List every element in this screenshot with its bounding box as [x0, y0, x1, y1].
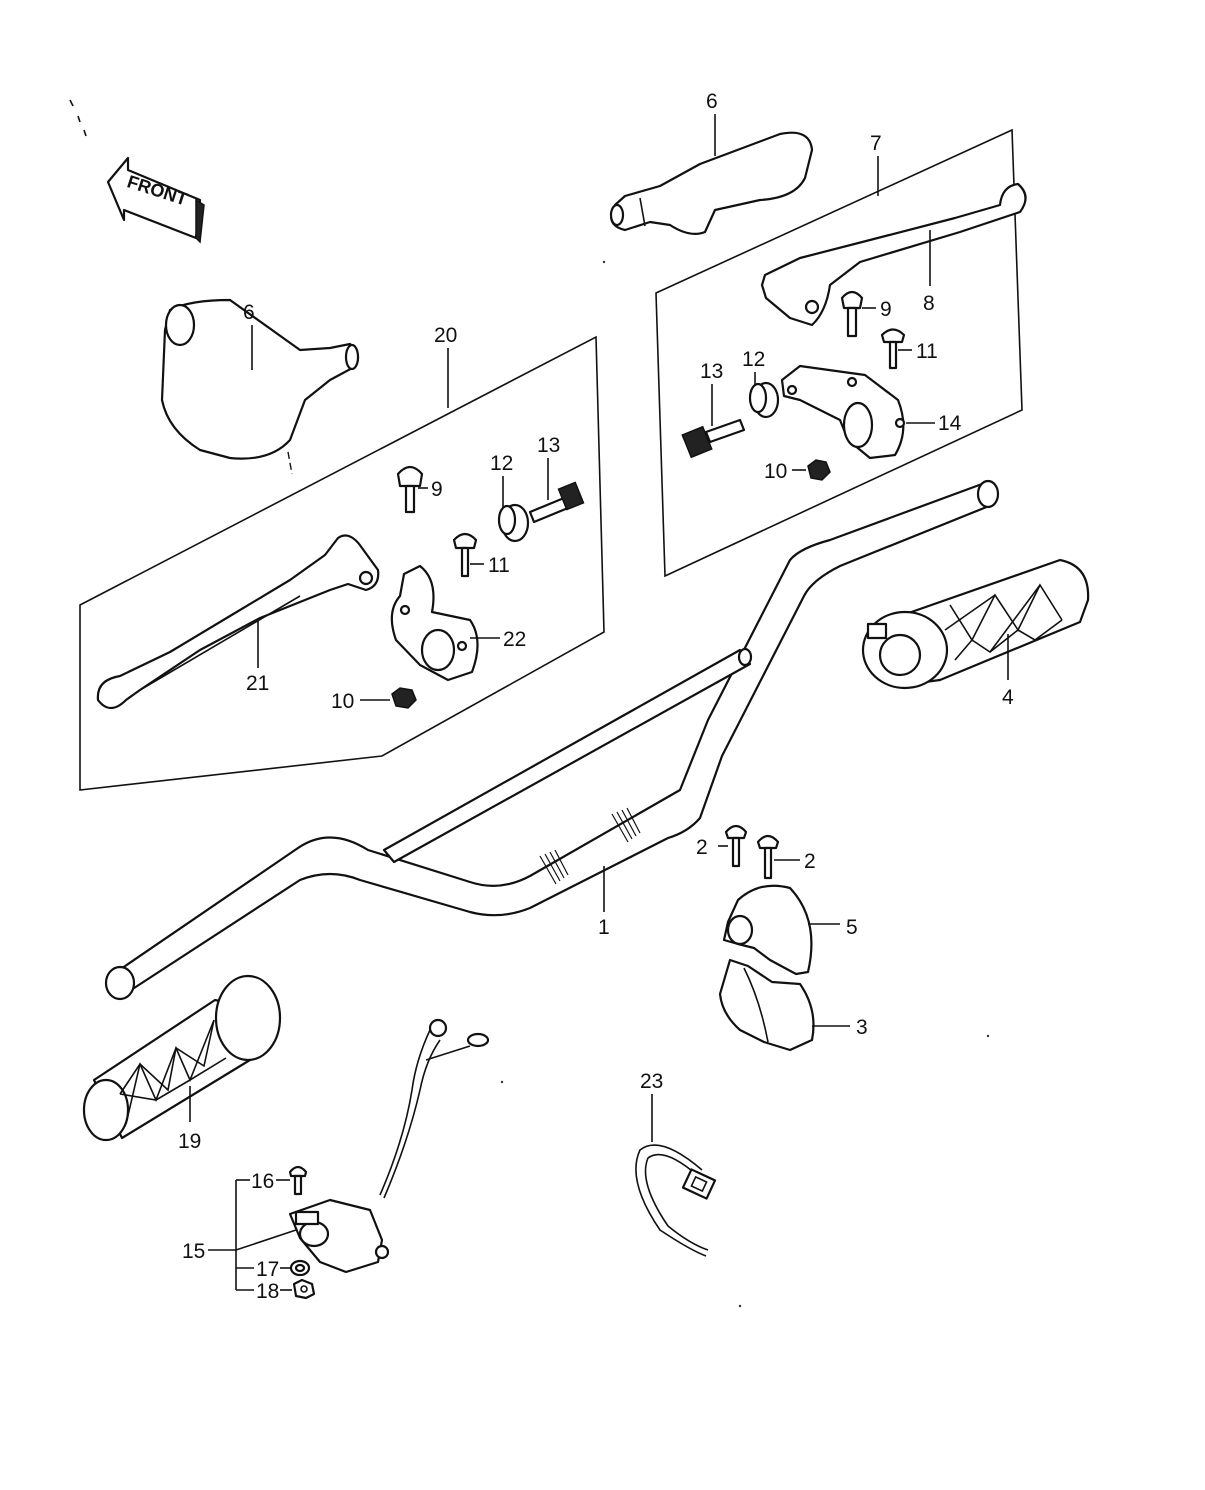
- screw-16: [288, 1165, 308, 1196]
- callout-18: 18: [256, 1280, 279, 1303]
- group-box-7: [655, 128, 1023, 578]
- screw-2-left: [724, 824, 748, 868]
- callout-16: 16: [251, 1170, 274, 1193]
- right-lever: [760, 182, 1027, 327]
- throttle-grip: [861, 558, 1090, 690]
- callout-9-right: 9: [880, 298, 892, 321]
- callout-20: 20: [434, 324, 457, 347]
- front-arrow-icon: FRONT: [106, 156, 205, 244]
- callout-2-left: 2: [696, 836, 708, 859]
- callout-13-left: 13: [537, 434, 560, 457]
- callout-11-right: 11: [916, 340, 938, 363]
- group-box-20: [79, 335, 605, 791]
- grip-pattern-left: [119, 1019, 227, 1125]
- lever-cover-left: [160, 298, 360, 460]
- scan-dots: [500, 260, 990, 1308]
- callout-10-right: 10: [764, 460, 787, 483]
- callout-3: 3: [856, 1016, 868, 1039]
- callout-19: 19: [178, 1130, 201, 1153]
- nut-10-left: [391, 687, 417, 709]
- left-grip: [82, 974, 282, 1142]
- adjuster-bolt-left: [528, 481, 585, 524]
- nut-18: [292, 1278, 316, 1300]
- handlebar: [104, 479, 1000, 1001]
- callout-14: 14: [938, 412, 962, 435]
- cable-band: [635, 1144, 717, 1257]
- callout-8: 8: [923, 292, 935, 315]
- callout-12-right: 12: [742, 348, 765, 371]
- callout-21: 21: [246, 672, 269, 695]
- adjuster-nut-left: [497, 503, 530, 543]
- pivot-bolt-left: [396, 465, 424, 514]
- callout-6-left: 6: [243, 301, 255, 324]
- knurl-marks: [539, 807, 641, 885]
- grip-pattern: [944, 583, 1063, 661]
- callout-15: 15: [182, 1240, 205, 1263]
- screw-2-right: [756, 834, 780, 880]
- throttle-housing-lower: [718, 958, 815, 1052]
- adjuster-nut-right: [748, 381, 780, 419]
- callout-2-right: 2: [804, 850, 816, 873]
- nut-10-right: [807, 459, 831, 481]
- callout-4: 4: [1002, 686, 1014, 709]
- callout-1: 1: [598, 916, 610, 939]
- adjuster-bolt-right: [681, 418, 746, 459]
- left-lever: [96, 534, 380, 710]
- callout-12-left: 12: [490, 452, 513, 475]
- lever-holder-right: [780, 364, 906, 460]
- screw-11-left: [452, 532, 478, 578]
- lever-holder-left: [390, 564, 479, 682]
- callout-23: 23: [640, 1070, 663, 1093]
- lever-cover-right: [609, 131, 814, 235]
- scan-marks: [69, 99, 87, 137]
- callout-9-left: 9: [431, 478, 443, 501]
- screw-11-right: [880, 328, 906, 370]
- engine-stop-switch: [288, 1018, 490, 1274]
- washer-17: [289, 1259, 311, 1277]
- throttle-housing-upper: [722, 884, 813, 976]
- callout-10-left: 10: [331, 690, 354, 713]
- callout-11-left: 11: [488, 554, 510, 577]
- pivot-bolt-right: [840, 290, 864, 338]
- callout-5: 5: [846, 916, 858, 939]
- callout-17: 17: [256, 1258, 279, 1281]
- callout-22: 22: [503, 628, 526, 651]
- callout-13-right: 13: [700, 360, 723, 383]
- callout-7: 7: [870, 132, 882, 155]
- callout-6-right: 6: [706, 90, 718, 113]
